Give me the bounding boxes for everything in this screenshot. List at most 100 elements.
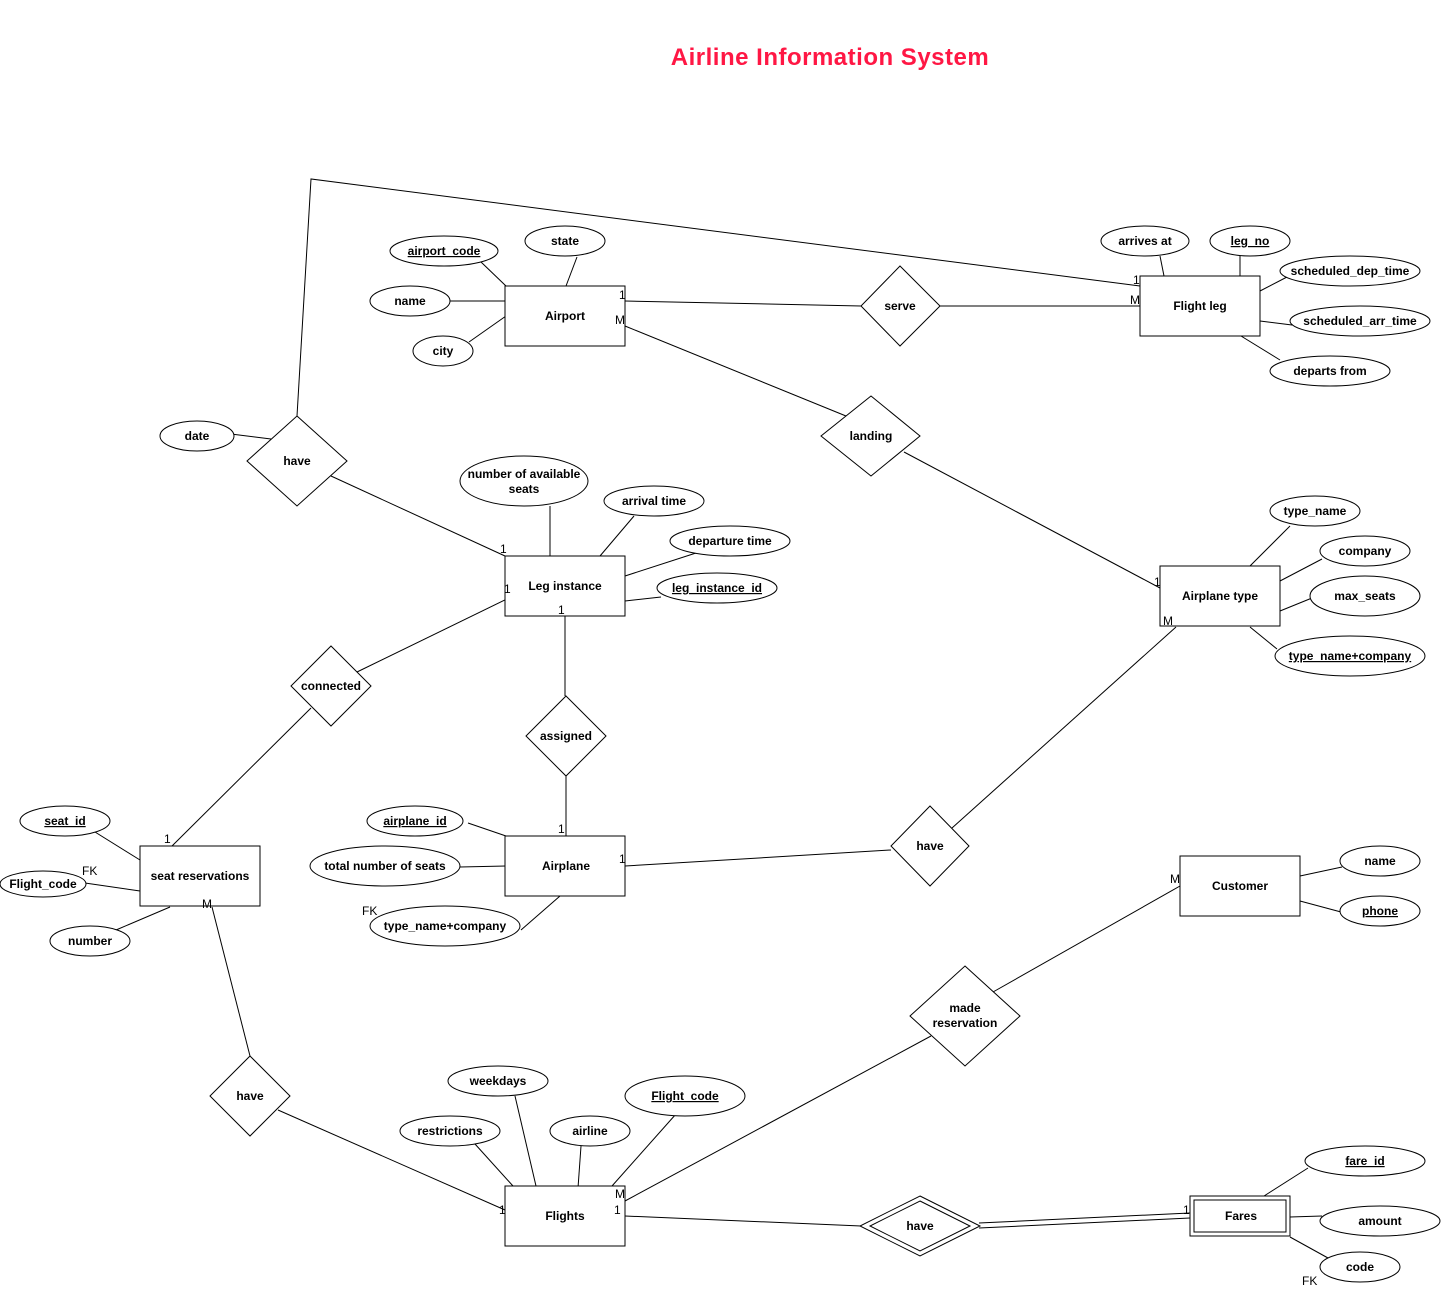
edge-airplane-have: [624, 849, 892, 867]
entity-flights-label: Flights: [545, 1209, 585, 1223]
attr-line-weekdays: [514, 1095, 537, 1187]
card-airplanetype-have: M: [1163, 614, 1173, 628]
rel-serve[interactable]: [860, 265, 941, 347]
attr-sched-arr-label: scheduled_arr_time: [1303, 314, 1417, 328]
entity-flight-leg[interactable]: [1139, 275, 1261, 337]
rel-serve-label: serve: [884, 299, 916, 313]
card-airplanetype-landing: 1: [1154, 575, 1161, 589]
attr-line-airport-code: [480, 261, 507, 287]
entity-seat-reservations[interactable]: [139, 845, 261, 907]
attr-arrives-at: [1100, 225, 1190, 257]
attr-fare-id: [1304, 1145, 1426, 1177]
attr-sched-dep: [1279, 255, 1421, 287]
edge-airport-serve: [624, 300, 862, 307]
rel-connected[interactable]: [290, 645, 372, 727]
card-flightleg-serve: M: [1130, 293, 1140, 307]
card-leginst-assigned: 1: [558, 603, 565, 617]
rel-landing-label: landing: [850, 429, 893, 443]
attr-line-airline: [577, 1145, 582, 1189]
attr-arrival-time-label: arrival time: [622, 494, 686, 508]
attr-line-code: [1289, 1236, 1329, 1259]
attr-line-date: [230, 433, 272, 440]
entity-customer[interactable]: [1179, 855, 1301, 917]
attr-phone-label: phone: [1362, 904, 1398, 918]
attr-line-leginst-id: [624, 596, 662, 602]
card-seat-connected: 1: [164, 832, 171, 846]
rel-landing[interactable]: [820, 395, 921, 477]
attr-weekdays-label: weekdays: [469, 1074, 527, 1088]
attr-type-name: [1269, 495, 1361, 527]
entity-airplane-type[interactable]: [1159, 565, 1281, 627]
rel-connected-label: connected: [301, 679, 361, 693]
rel-have-leg-label: have: [283, 454, 311, 468]
rel-made-reservation[interactable]: [909, 965, 1021, 1067]
edge-airport-landing: [624, 325, 847, 417]
entity-airplane-type-label: Airplane type: [1182, 589, 1258, 603]
attr-code-label: code: [1346, 1260, 1374, 1274]
rel-have-seat-label: have: [236, 1089, 264, 1103]
attr-line-amount: [1289, 1215, 1323, 1218]
entity-fares-inner: [1193, 1199, 1287, 1233]
attr-line-city: [468, 315, 507, 343]
attr-type-name-label: type_name: [1284, 504, 1347, 518]
attr-line-sched-arr: [1259, 320, 1293, 326]
rel-have-airplane-label: have: [916, 839, 944, 853]
attr-arrives-at-label: arrives at: [1118, 234, 1171, 248]
attr-date: [159, 420, 235, 452]
attr-avail-seats-label-2: seats: [509, 482, 540, 496]
attr-airport-name: [369, 285, 451, 317]
attr-code: [1319, 1251, 1401, 1283]
entity-leg-instance[interactable]: [504, 555, 626, 617]
attr-line-number: [115, 906, 171, 931]
attr-airplane-fk-label: type_name+company: [384, 919, 507, 933]
rel-have-airplane[interactable]: [890, 805, 970, 887]
edge-have-airplanetype: [951, 626, 1177, 829]
fk-fares-label: FK: [1302, 1274, 1317, 1288]
rel-have-leg[interactable]: [246, 415, 348, 507]
attr-fare-id-label: fare_id: [1345, 1154, 1384, 1168]
edge-seat-have: [211, 906, 251, 1057]
edge-have-flights: [277, 1109, 506, 1211]
edge-made-customer: [992, 885, 1181, 993]
entity-airport-label: Airport: [545, 309, 585, 323]
attr-leg-no: [1209, 225, 1291, 257]
attr-airport-code-label: airport_code: [408, 244, 481, 258]
attr-amount: [1319, 1205, 1441, 1237]
card-leginst-have: 1: [500, 542, 507, 556]
attr-phone: [1339, 895, 1421, 927]
attr-city: [412, 335, 474, 367]
attr-line-company: [1279, 558, 1323, 582]
attr-departure-time-label: departure time: [688, 534, 772, 548]
attr-line-max-seats: [1279, 597, 1313, 612]
attr-flightcode: [624, 1075, 746, 1117]
edge-leginst-have: [330, 475, 506, 557]
attr-company-label: company: [1339, 544, 1392, 558]
attr-restrictions-label: restrictions: [417, 1124, 483, 1138]
attr-max-seats-label: max_seats: [1334, 589, 1396, 603]
edge-flights-havefares: [624, 1215, 862, 1227]
attr-total-seats: [309, 845, 461, 887]
edge-connected-seat: [170, 707, 312, 848]
edge-landing-airplanetype: [903, 451, 1161, 589]
rel-assigned[interactable]: [525, 695, 607, 777]
attr-line-arrival-time: [599, 515, 635, 557]
rel-reservation-label: reservation: [933, 1016, 998, 1030]
card-flightleg-have: 1: [1133, 273, 1140, 287]
entity-airport[interactable]: [504, 285, 626, 347]
edge-have-flightleg: [296, 178, 1141, 417]
rel-have-seat[interactable]: [209, 1055, 291, 1137]
attr-line-state: [565, 256, 578, 287]
diagram-title: Airline Information System: [670, 44, 990, 71]
attr-line-customer-name: [1299, 866, 1343, 877]
attr-state: [524, 225, 606, 257]
card-seat-have: M: [202, 897, 212, 911]
attr-airport-code: [389, 235, 499, 267]
attr-seat-id-label: seat_id: [44, 814, 85, 828]
attr-line-type-name: [1249, 525, 1291, 567]
attr-type-company: [1274, 635, 1426, 677]
card-fares-have: 1: [1183, 1203, 1190, 1217]
entity-airplane[interactable]: [504, 835, 626, 897]
attr-date-label: date: [185, 429, 210, 443]
entity-flights[interactable]: [504, 1185, 626, 1247]
